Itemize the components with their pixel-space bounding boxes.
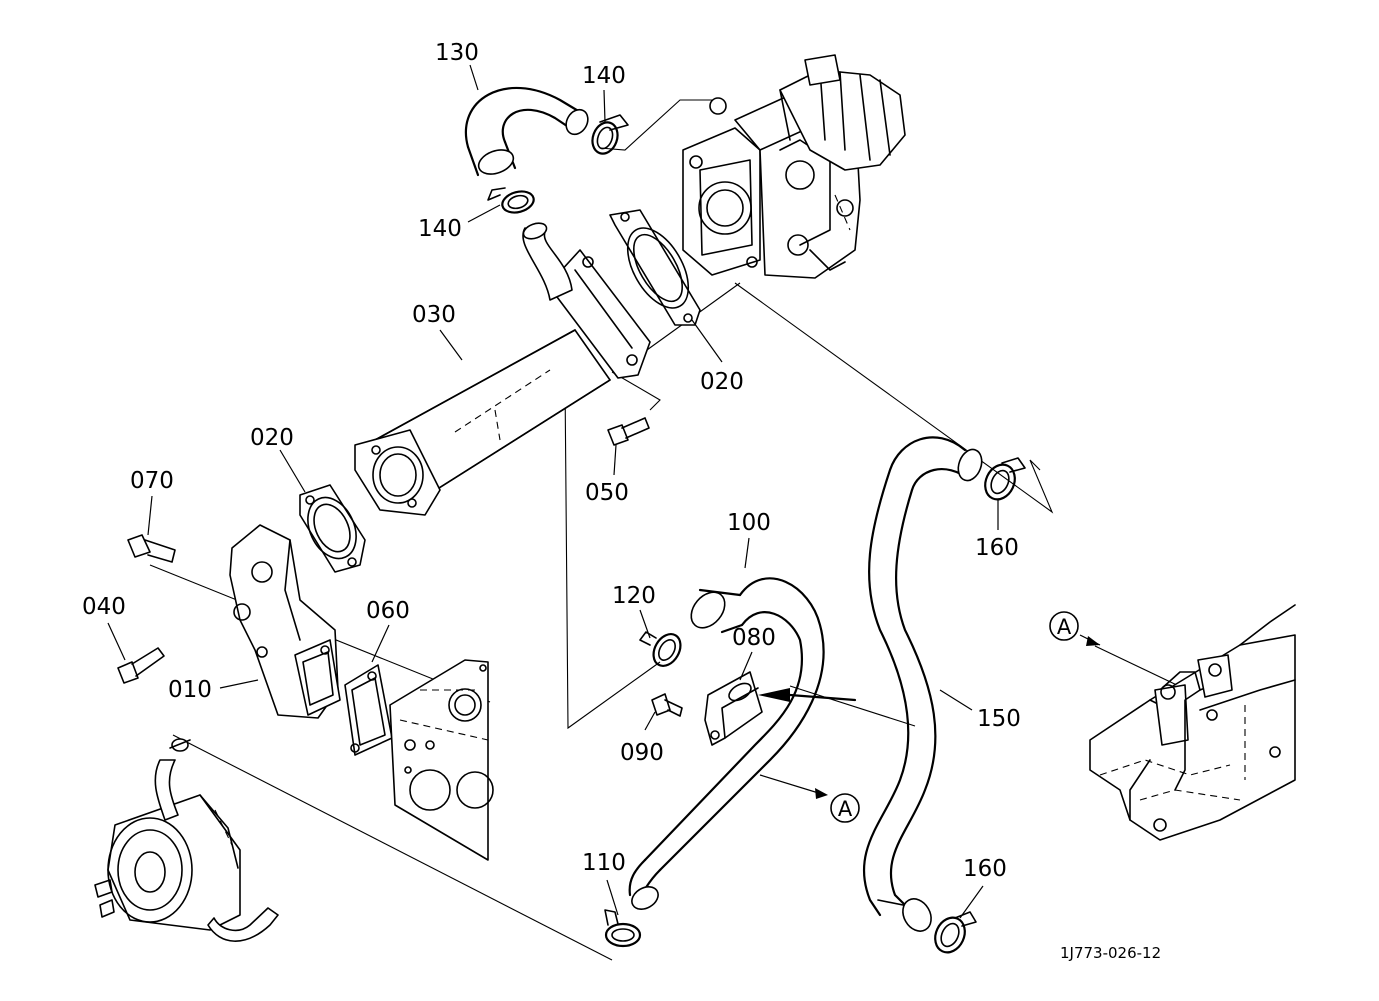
bolt-040 xyxy=(117,647,165,684)
hose-100 xyxy=(628,577,825,910)
oil-cooler xyxy=(94,738,279,942)
callout-140-mid: 140 xyxy=(418,216,462,242)
callout-040: 040 xyxy=(82,594,126,620)
bolt-050 xyxy=(607,417,650,446)
callout-160-bottom: 160 xyxy=(963,856,1007,882)
callout-050: 050 xyxy=(585,480,629,506)
callout-110: 110 xyxy=(582,850,626,876)
hose-130 xyxy=(465,86,589,177)
clamp-160-bottom xyxy=(934,911,977,954)
egr-valve xyxy=(682,54,906,279)
egr-cooler-030 xyxy=(354,222,651,516)
clamp-160-top xyxy=(984,457,1026,501)
bolt-070 xyxy=(127,534,176,563)
callout-130: 130 xyxy=(435,40,479,66)
document-id: 1J773-026-12 xyxy=(1060,944,1161,962)
detail-view-a xyxy=(1089,604,1296,841)
callout-010: 010 xyxy=(168,677,212,703)
callout-080: 080 xyxy=(732,625,776,651)
cylinder-head-fragment xyxy=(389,659,494,861)
clamp-140-top xyxy=(591,114,629,155)
callout-160-top: 160 xyxy=(975,535,1019,561)
callout-060: 060 xyxy=(366,598,410,624)
clamp-110 xyxy=(604,909,642,948)
gasket-020-left xyxy=(299,484,366,573)
hose-150 xyxy=(863,436,983,932)
callout-020-left: 020 xyxy=(250,425,294,451)
callout-120: 120 xyxy=(612,583,656,609)
callout-030: 030 xyxy=(412,302,456,328)
bolt-090 xyxy=(651,693,683,717)
callout-labels: 130 140 140 030 020 020 050 070 040 010 … xyxy=(82,40,1021,882)
callout-090: 090 xyxy=(620,740,664,766)
callout-020-right: 020 xyxy=(700,369,744,395)
bracket-080 xyxy=(704,671,857,746)
clamp-120 xyxy=(639,631,682,667)
view-ref-a-right: A xyxy=(1049,611,1079,641)
callout-140-top: 140 xyxy=(582,63,626,89)
view-ref-a-left: A xyxy=(830,793,860,823)
callout-150: 150 xyxy=(977,706,1021,732)
clamp-140-mid xyxy=(487,187,535,214)
gasket-060 xyxy=(344,664,393,756)
view-ref-a-left-letter: A xyxy=(838,797,853,821)
callout-070: 070 xyxy=(130,468,174,494)
callout-100: 100 xyxy=(727,510,771,536)
egr-pipe-010 xyxy=(229,524,341,719)
leader-lines xyxy=(107,64,1101,919)
view-ref-a-right-letter: A xyxy=(1057,615,1072,639)
